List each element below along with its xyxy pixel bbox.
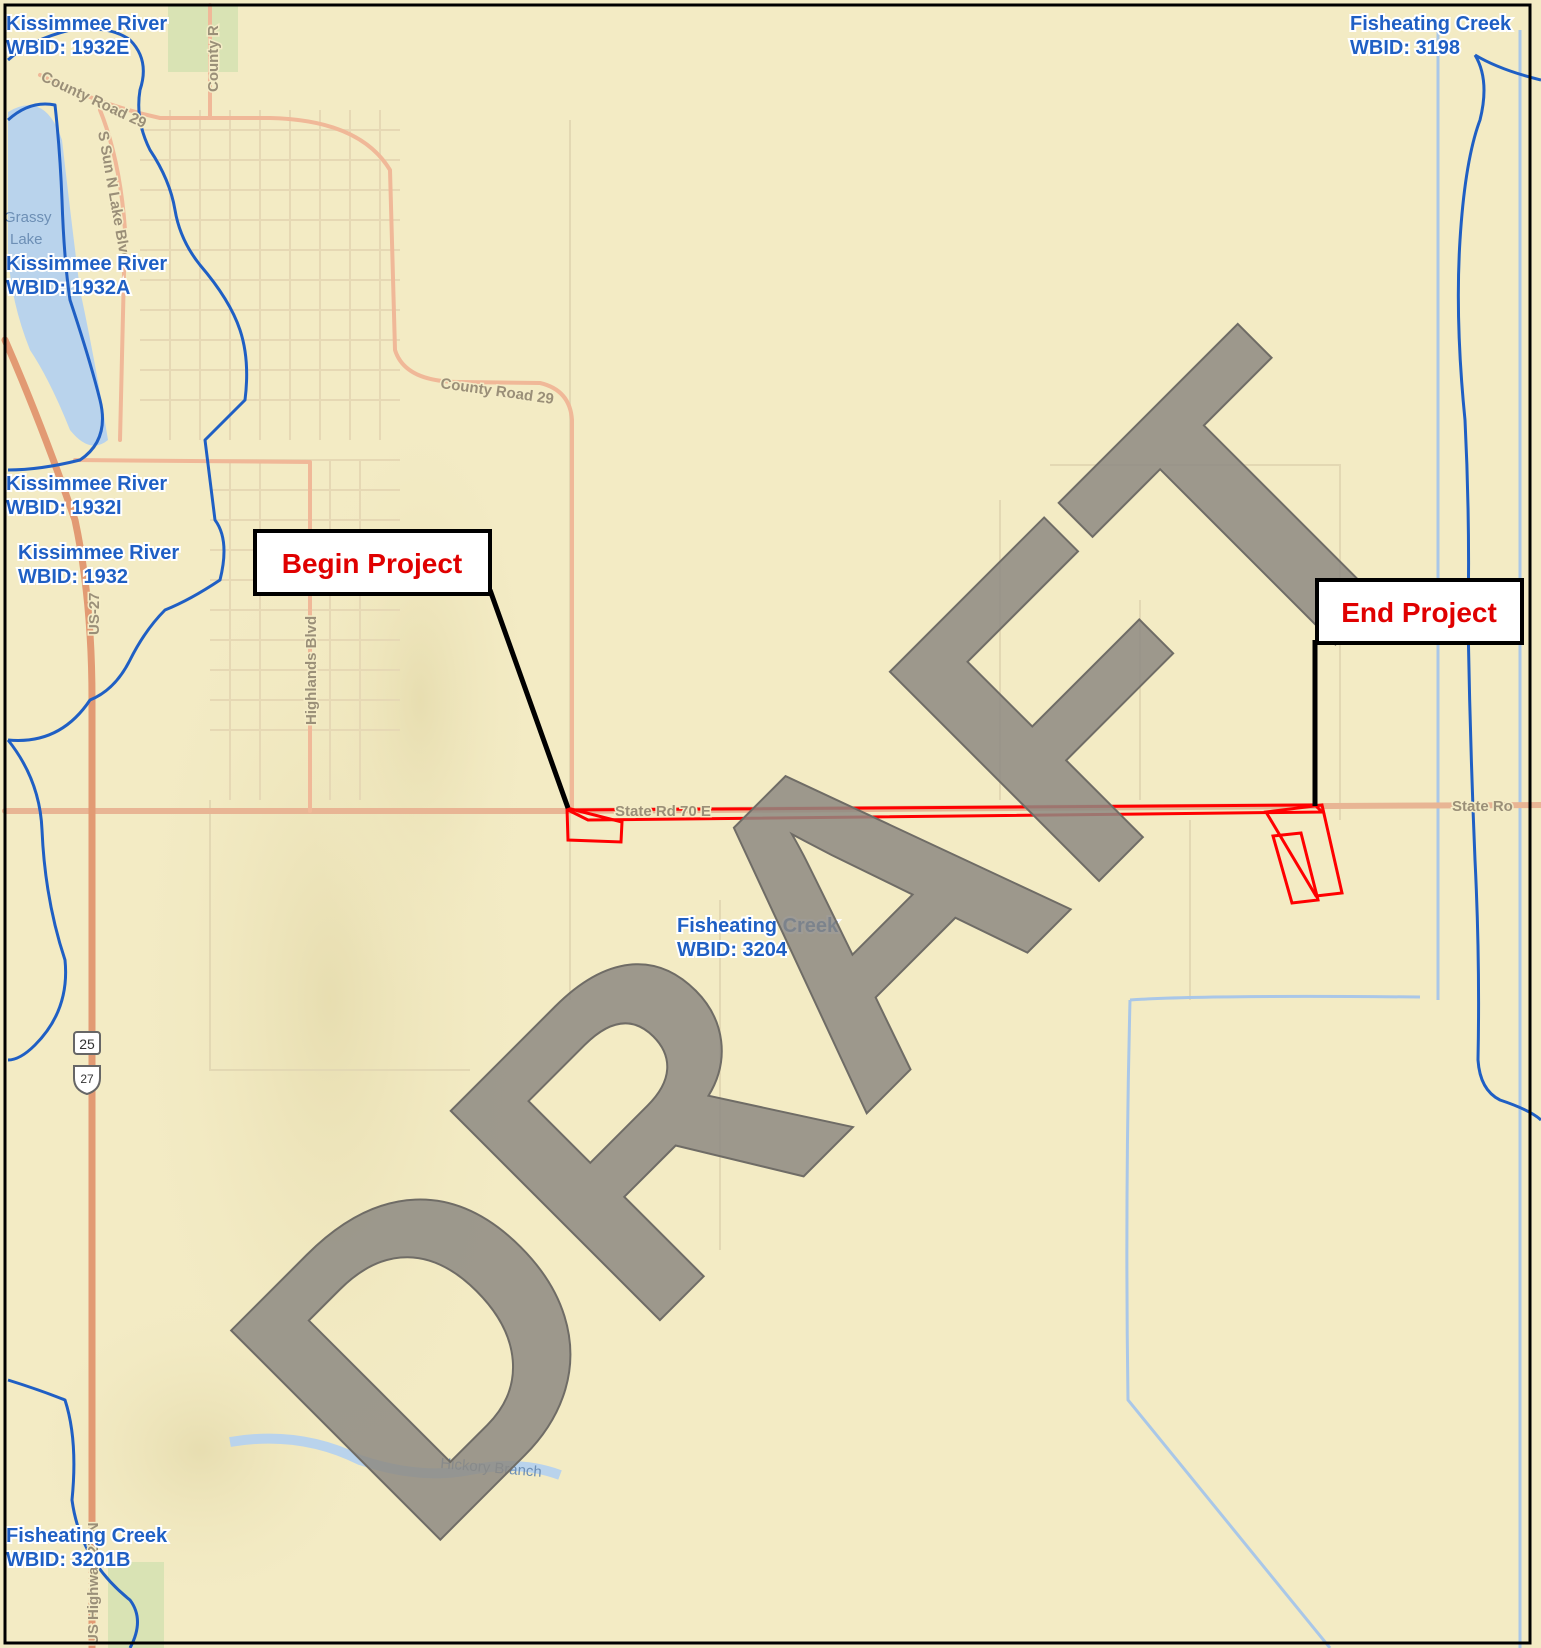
- highway-shields: 25 27: [73, 1031, 101, 1096]
- map-frame: [3, 3, 1532, 1645]
- svg-text:Fisheating Creek: Fisheating Creek: [6, 1525, 168, 1547]
- svg-text:Fisheating Creek: Fisheating Creek: [677, 915, 839, 937]
- state-shield-icon: [73, 1031, 101, 1055]
- end-callout-box: [1315, 578, 1524, 645]
- end-project-label: End Project: [1341, 597, 1497, 628]
- wbid-label-1932: Kissimmee River WBID: 1932: [16, 540, 181, 590]
- hickory-branch: [229, 1433, 562, 1480]
- svg-text:WBID: 3201B: WBID: 3201B: [6, 1549, 130, 1571]
- wbid-labels: Kissimmee River WBID: 1932E Kissimmee Ri…: [4, 11, 1514, 1573]
- road-label-us-27: US-27: [86, 592, 103, 635]
- road-label-state-road-mid: State Rd 70 E: [615, 803, 711, 820]
- end-project-callout: End Project: [1312, 578, 1524, 806]
- svg-text:Kissimmee River: Kissimmee River: [18, 542, 179, 564]
- begin-project-label: Begin Project: [282, 548, 462, 579]
- svg-text:27: 27: [80, 1072, 94, 1086]
- us-shield-icon: [73, 1065, 101, 1096]
- canals: [1125, 30, 1522, 1648]
- svg-text:Kissimmee River: Kissimmee River: [6, 13, 167, 35]
- svg-text:25: 25: [79, 1036, 95, 1052]
- svg-text:Fisheating Creek: Fisheating Creek: [1350, 13, 1512, 35]
- begin-leader-line: [487, 589, 571, 809]
- wbid-label-1932e: Kissimmee River WBID: 1932E: [4, 11, 169, 61]
- wbid-label-3204: Fisheating Creek WBID: 3204: [675, 913, 841, 963]
- svg-text:WBID: 1932E: WBID: 1932E: [6, 37, 129, 59]
- begin-project-callout: Begin Project: [253, 529, 571, 809]
- wbid-label-1932a: Kissimmee River WBID: 1932A: [4, 251, 169, 301]
- road-label-county-road-north: County R: [205, 25, 222, 92]
- us-27: [1, 336, 96, 1648]
- road-label-state-road-east: State Ro: [1452, 798, 1513, 815]
- svg-text:WBID: 3204: WBID: 3204: [677, 939, 788, 961]
- secondary-road: [73, 458, 312, 813]
- park-area: [168, 6, 238, 72]
- sun-n-lake-blvd: [98, 108, 127, 442]
- wbid-label-1932i: Kissimmee River WBID: 1932I: [4, 471, 169, 521]
- svg-text:Kissimmee River: Kissimmee River: [6, 253, 167, 275]
- svg-text:WBID: 1932: WBID: 1932: [18, 566, 128, 588]
- svg-text:WBID: 1932A: WBID: 1932A: [6, 277, 130, 299]
- svg-text:WBID: 3198: WBID: 3198: [1350, 37, 1460, 59]
- grassy-lake: [8, 105, 108, 446]
- road-label-highlands-blvd: Highlands Blvd: [303, 616, 320, 725]
- lake-label: Lake: [10, 231, 43, 248]
- wbid-label-3198: Fisheating Creek WBID: 3198: [1348, 11, 1514, 61]
- county-road-29: [38, 73, 574, 813]
- svg-text:WBID: 1932I: WBID: 1932I: [6, 497, 122, 519]
- road-label-us-highway: US Highway 27 N: [85, 1522, 102, 1645]
- svg-text:Kissimmee River: Kissimmee River: [6, 473, 167, 495]
- begin-callout-box: [253, 529, 492, 596]
- lake-label: Grassy: [4, 209, 52, 226]
- project-corridor: [565, 803, 1344, 905]
- wbid-label-3201b: Fisheating Creek WBID: 3201B: [4, 1523, 170, 1573]
